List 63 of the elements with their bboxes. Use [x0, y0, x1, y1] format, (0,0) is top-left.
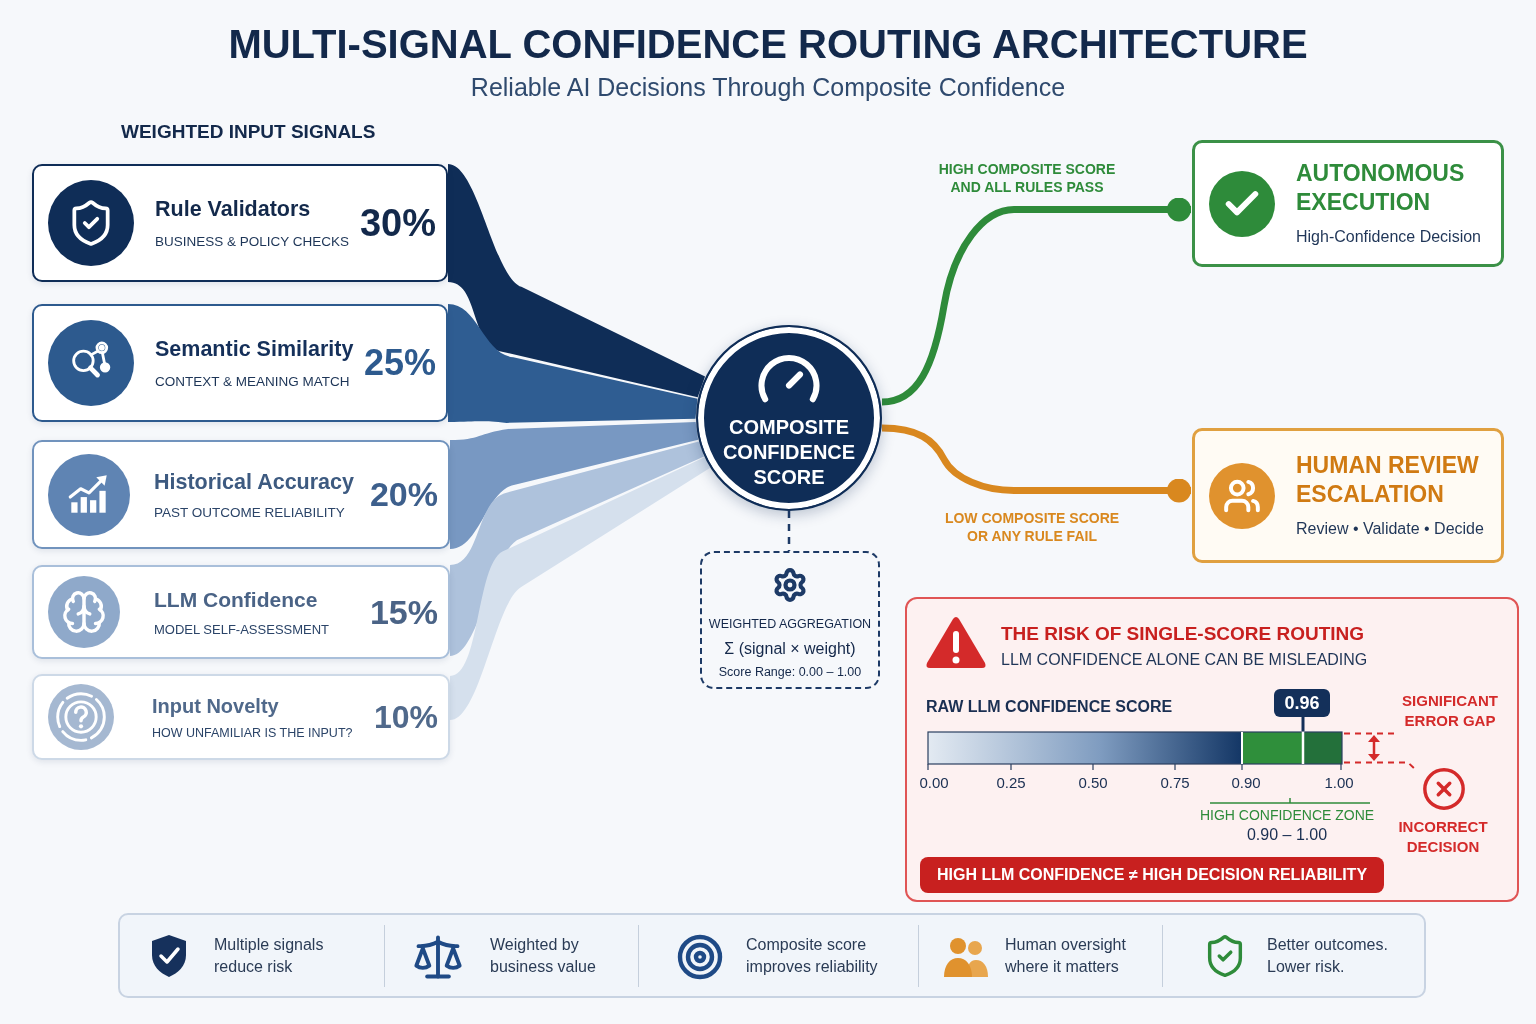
- benefit-text: Composite score improves reliability: [746, 935, 879, 977]
- outcome-title: AUTONOMOUS EXECUTION: [1296, 158, 1466, 217]
- weight-percent: 15%: [369, 591, 438, 633]
- tick-label: 0.50: [1078, 773, 1108, 793]
- signal-title: Historical Accuracy: [154, 468, 355, 496]
- page-title: MULTI-SIGNAL CONFIDENCE ROUTING ARCHITECTURE: [228, 21, 1308, 68]
- dashed-connector: [787, 511, 791, 551]
- outcome-label: INCORRECT DECISION: [1397, 817, 1489, 857]
- signal-card: [32, 565, 450, 659]
- signal-title: Input Novelty: [152, 693, 280, 719]
- outcome-title: HUMAN REVIEW ESCALATION: [1296, 450, 1480, 509]
- tick-label: 0.90: [1231, 773, 1261, 793]
- weight-percent: 30%: [359, 200, 436, 246]
- warning-banner: HIGH LLM CONFIDENCE ≠ HIGH DECISION RELIABILITY: [920, 857, 1384, 893]
- outcome-subtitle: High-Confidence Decision: [1296, 226, 1482, 247]
- signal-card: [32, 674, 450, 760]
- route-connector: [881, 197, 1191, 406]
- benefit-text: Human oversight where it matters: [1005, 935, 1127, 977]
- zone-range: 0.90 – 1.00: [1246, 825, 1328, 845]
- signal-title: LLM Confidence: [154, 586, 319, 613]
- benefit-text: Better outcomes. Lower risk.: [1267, 935, 1389, 977]
- risk-panel: [905, 597, 1519, 902]
- section-heading: WEIGHTED INPUT SIGNALS: [121, 121, 376, 143]
- signal-subtitle: HOW UNFAMILIAR IS THE INPUT?: [152, 724, 354, 741]
- subtitle: Reliable AI Decisions Through Composite Confidence: [470, 72, 1066, 102]
- signal-subtitle: PAST OUTCOME RELIABILITY: [154, 503, 346, 522]
- flow-ribbon: [450, 457, 711, 720]
- panel-subtitle: LLM CONFIDENCE ALONE CAN BE MISLEADING: [1001, 650, 1368, 670]
- outcome-card: [1192, 428, 1504, 563]
- aggregation-title: WEIGHTED AGGREGATION: [708, 616, 872, 633]
- tick-label: 0.25: [996, 773, 1026, 793]
- signal-title: Semantic Similarity: [155, 336, 355, 363]
- weight-percent: 10%: [373, 698, 438, 737]
- flow-ribbon: [448, 164, 706, 398]
- scale-title: RAW LLM CONFIDENCE SCORE: [926, 697, 1173, 717]
- flow-ribbon: [448, 304, 698, 423]
- flow-ribbon: [450, 421, 699, 549]
- error-gap-label: SIGNIFICANT ERROR GAP: [1401, 691, 1499, 731]
- panel-title: THE RISK OF SINGLE-SCORE ROUTING: [1001, 622, 1365, 646]
- zone-label: HIGH CONFIDENCE ZONE: [1199, 806, 1375, 825]
- tick-label: 0.00: [919, 773, 949, 793]
- weight-percent: 25%: [363, 341, 436, 385]
- signal-title: Rule Validators: [155, 196, 312, 223]
- signal-card: [32, 164, 448, 282]
- weight-percent: 20%: [369, 474, 438, 515]
- outcome-subtitle: Review • Validate • Decide: [1296, 518, 1485, 539]
- signal-subtitle: BUSINESS & POLICY CHECKS: [155, 233, 351, 251]
- signal-subtitle: CONTEXT & MEANING MATCH: [155, 373, 351, 391]
- outcome-card: [1192, 140, 1504, 267]
- signal-subtitle: MODEL SELF-ASSESSMENT: [154, 620, 331, 638]
- signal-card: [32, 440, 450, 549]
- value-callout: 0.96: [1274, 689, 1330, 717]
- benefit-text: Weighted by business value: [490, 935, 597, 977]
- formula-text: Σ (signal × weight): [724, 638, 856, 659]
- signal-card: [32, 304, 448, 422]
- tick-label: 1.00: [1324, 773, 1354, 793]
- hub-label: COMPOSITE CONFIDENCE SCORE: [721, 414, 857, 490]
- aggregation-box: [700, 551, 880, 689]
- score-range-text: Score Range: 0.00 – 1.00: [718, 663, 862, 681]
- route-connector: [881, 424, 1191, 503]
- benefit-text: Multiple signals reduce risk: [214, 935, 325, 977]
- tick-label: 0.75: [1160, 773, 1190, 793]
- flow-ribbon: [450, 441, 704, 656]
